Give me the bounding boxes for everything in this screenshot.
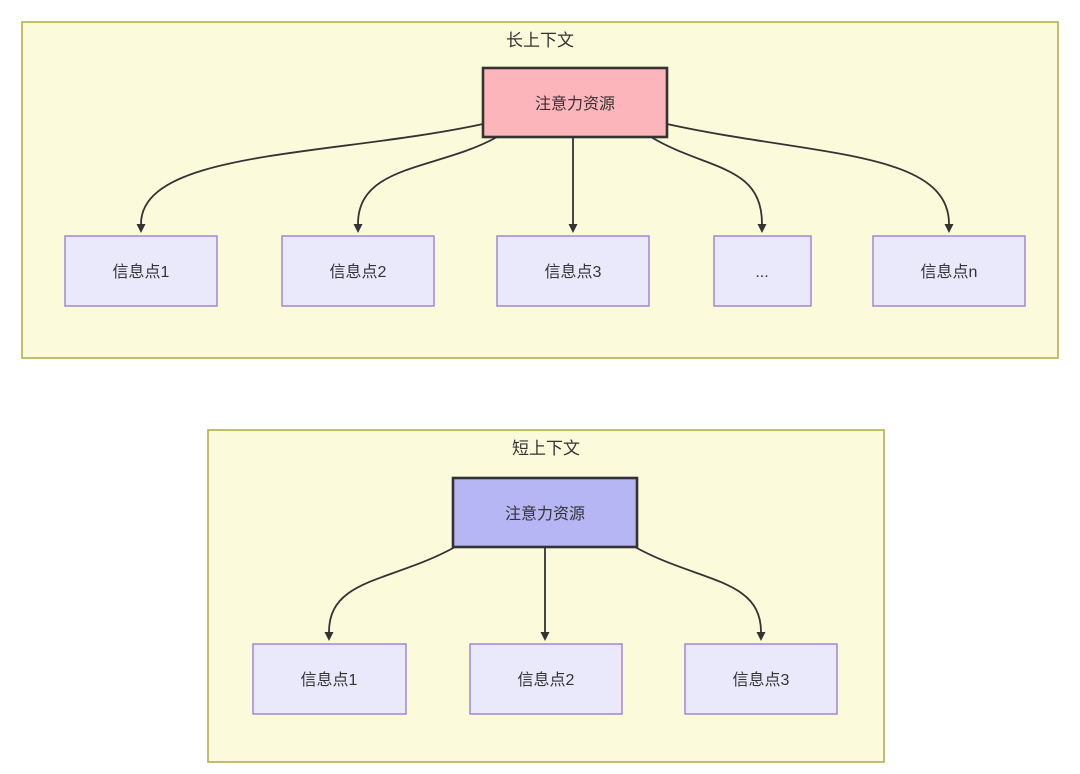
edge-long-hub-to-node4 [650,136,767,233]
edge-short-hub-to-node3 [634,546,766,641]
long-node-2-label: 信息点2 [330,263,387,281]
long-context-hub-label: 注意力资源 [535,94,615,113]
short-context-title: 短上下文 [512,439,580,458]
long-node-n-label: 信息点n [921,263,978,281]
long-context-diagram: 长上下文 注意力资源 信息点1 信息点2 信息点3 ... 信息点n [21,21,1059,359]
long-node-1-label: 信息点1 [113,263,170,281]
short-context-diagram: 短上下文 注意力资源 信息点1 信息点2 信息点3 [207,429,885,763]
long-context-hub-box [481,66,669,139]
long-context-title: 长上下文 [506,31,574,50]
short-node-3-box [684,643,838,715]
short-node-2-box [469,643,623,715]
edge-long-hub-to-node2 [353,136,498,233]
edge-long-hub-to-node1 [136,123,484,233]
long-node-2-box [281,235,435,307]
long-node-ellipsis-label: ... [755,264,768,281]
long-node-3-label: 信息点3 [545,263,602,281]
short-node-2-label: 信息点2 [518,671,575,689]
edge-long-hub-to-node5 [666,123,954,233]
edge-short-hub-to-node1 [324,546,456,641]
long-node-1-box [64,235,218,307]
short-context-hub-box [451,476,639,549]
short-node-1-box [252,643,407,715]
short-context-hub-label: 注意力资源 [505,504,585,523]
long-node-n-box [872,235,1026,307]
long-node-ellipsis-box [713,235,812,307]
short-node-1-label: 信息点1 [301,671,358,689]
long-node-3-box [496,235,650,307]
short-node-3-label: 信息点3 [733,671,790,689]
